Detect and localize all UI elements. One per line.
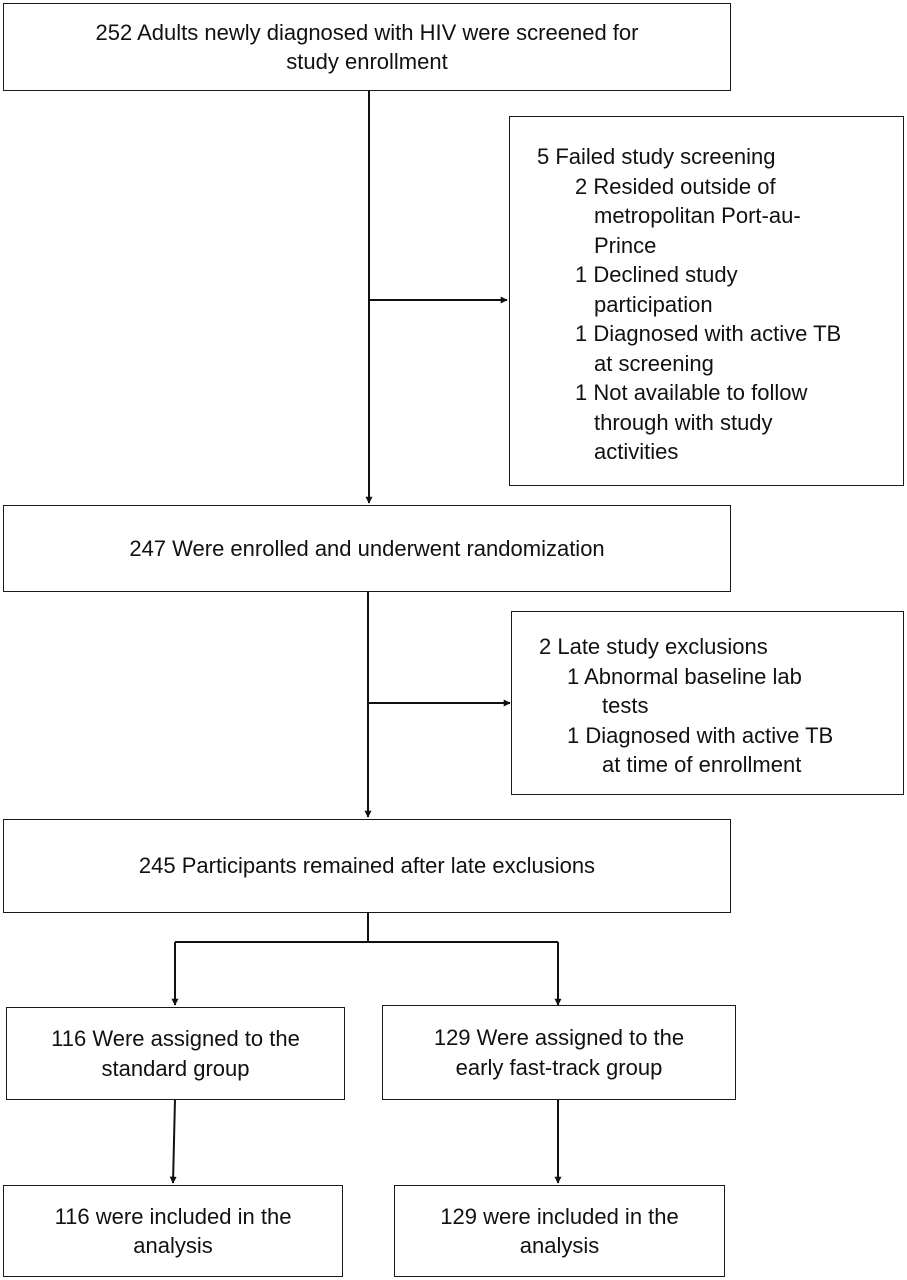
standard-group-line-1: 116 Were assigned to the [51,1026,300,1051]
enrolled-text: 247 Were enrolled and underwent randomiz… [129,535,605,561]
remained-text: 245 Participants remained after late exc… [138,853,596,879]
late-reason-2-line-2: at time of enrollment [602,752,802,777]
remained-box: 245 Participants remained after late exc… [3,819,731,913]
failed-reason-4-line-3: activities [594,439,679,464]
failed-screening-heading: 5 Failed study screening [537,144,776,169]
fast-track-analysis-line-2: analysis [519,1233,600,1258]
fast-track-analysis-line-1: 129 were included in the [440,1203,679,1229]
failed-reason-3-line-1: 1 Diagnosed with active TB [575,321,842,346]
failed-reason-4-line-2: through with study [594,409,773,435]
late-reason-1-line-2: tests [602,693,649,718]
failed-reason-1-line-2: metropolitan Port-au- [594,203,801,228]
failed-reason-1-line-1: 2 Resided outside of [575,173,776,199]
late-reason-1-line-1: 1 Abnormal baseline lab [567,663,802,689]
failed-reason-2-line-1: 1 Declined study [575,262,738,287]
screened-line-1: 252 Adults newly diagnosed with HIV were… [95,19,639,45]
fast-track-analysis-box: 129 were included in the analysis [394,1185,725,1277]
late-exclusions-box: 2 Late study exclusions 1 Abnormal basel… [511,611,904,795]
enrolled-box: 247 Were enrolled and underwent randomiz… [3,505,731,592]
late-exclusions-heading: 2 Late study exclusions [539,634,768,659]
standard-group-box: 116 Were assigned to the standard group [6,1007,345,1100]
fast-track-group-box: 129 Were assigned to the early fast-trac… [382,1005,736,1100]
fast-track-group-line-1: 129 Were assigned to the [433,1025,685,1050]
arrow-standard-to-analysis [169,1098,177,1184]
failed-reason-2-line-2: participation [594,291,713,317]
standard-group-line-2: standard group [101,1055,250,1081]
failed-reason-1-line-3: Prince [594,232,657,258]
standard-analysis-line-1: 116 were included in the [54,1203,292,1229]
standard-analysis-line-2: analysis [133,1233,213,1258]
late-reason-2-line-1: 1 Diagnosed with active TB [567,722,834,748]
failed-screening-box: 5 Failed study screening 2 Resided outsi… [509,116,904,486]
standard-analysis-box: 116 were included in the analysis [3,1185,343,1277]
screened-box: 252 Adults newly diagnosed with HIV were… [3,3,731,91]
failed-reason-3-line-2: at screening [594,350,714,376]
fast-track-group-line-2: early fast-track group [455,1054,663,1080]
screened-line-2: study enrollment [286,49,448,74]
failed-reason-4-line-1: 1 Not available to follow [575,380,808,405]
